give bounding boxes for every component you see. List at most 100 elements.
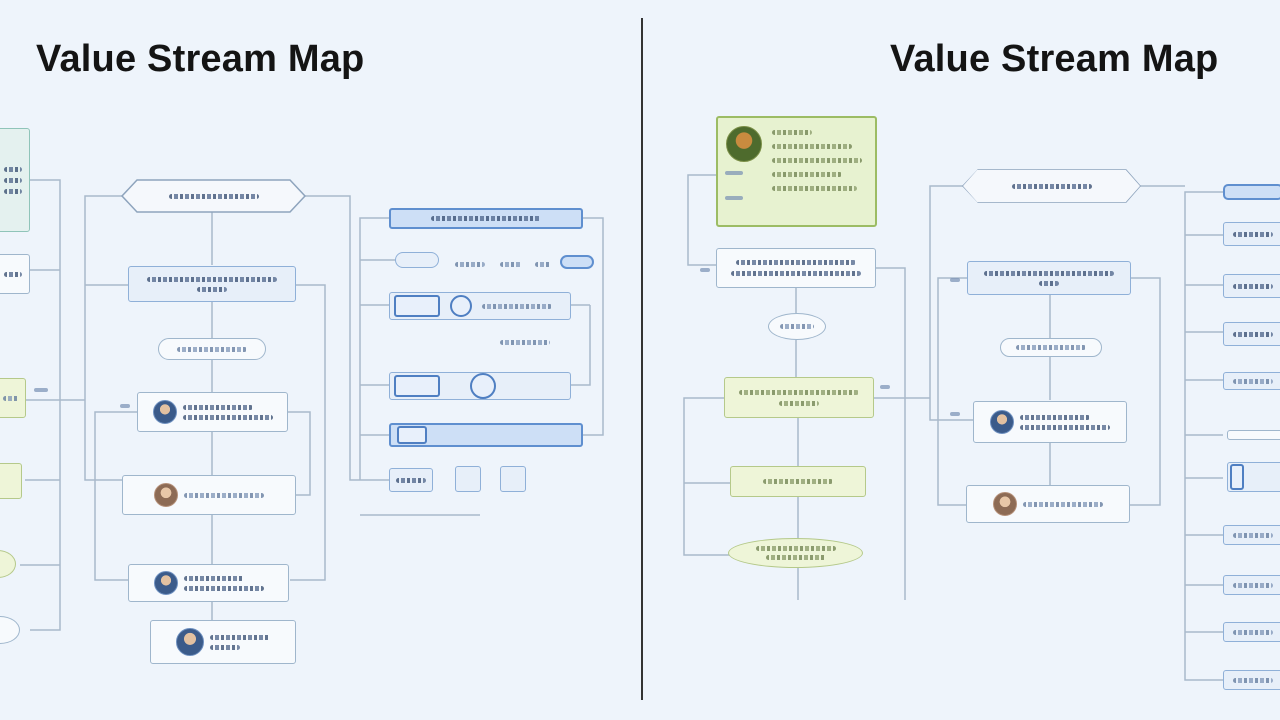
connector-label	[950, 278, 960, 282]
node-text-placeholder	[772, 172, 842, 177]
person-step-right-1	[973, 401, 1127, 443]
node-text-placeholder	[772, 158, 862, 163]
person-avatar-icon	[153, 571, 178, 595]
node-text-placeholder	[431, 216, 541, 221]
node-text-placeholder	[482, 303, 552, 309]
node-text-placeholder	[772, 186, 857, 191]
node-text-placeholder	[1020, 424, 1110, 430]
tool-icon-box-3	[500, 466, 526, 492]
node-text-placeholder	[4, 271, 22, 277]
document-icon	[1230, 464, 1244, 490]
person-avatar-icon	[152, 400, 177, 424]
node-text-placeholder	[1233, 532, 1273, 538]
person-step-1	[137, 392, 288, 432]
tool-row-text	[500, 340, 550, 345]
node-text-placeholder	[772, 130, 812, 135]
node-text-placeholder	[182, 404, 253, 410]
right-column-item	[1223, 274, 1280, 298]
node-text-placeholder	[731, 271, 861, 276]
connector-label	[725, 196, 743, 200]
tool-gear-row	[389, 372, 571, 400]
node-text-placeholder	[182, 414, 273, 420]
tool-row-text	[500, 262, 522, 267]
process-green-2	[730, 466, 866, 497]
node-text-placeholder	[1233, 629, 1273, 635]
panel-divider	[641, 18, 643, 700]
connector-label	[120, 404, 130, 408]
node-text-placeholder	[780, 324, 814, 329]
person-avatar-icon	[993, 492, 1017, 516]
start-event-node-right	[963, 170, 1140, 202]
node-text-placeholder	[1011, 183, 1092, 189]
right-column-item	[1223, 222, 1280, 246]
left-edge-box-3	[0, 378, 26, 418]
right-column-item	[1223, 372, 1280, 390]
node-text-placeholder	[1039, 280, 1059, 286]
node-text-placeholder	[147, 276, 277, 282]
node-text-lines	[210, 634, 270, 650]
connector-label	[880, 385, 890, 389]
node-text-placeholder	[4, 177, 22, 183]
grid-icon	[396, 477, 426, 483]
person-step-right-2	[966, 485, 1130, 523]
person-avatar-icon	[990, 410, 1014, 434]
node-text-placeholder	[1233, 283, 1273, 289]
node-text-placeholder	[210, 634, 270, 640]
tool-icon-box-2	[455, 466, 481, 492]
decision-oval-small	[768, 313, 826, 340]
node-text-lines	[772, 130, 862, 191]
decision-pill-left	[158, 338, 266, 360]
node-text-placeholder	[1023, 501, 1103, 507]
person-step-2	[122, 475, 296, 515]
node-text-placeholder	[184, 492, 264, 498]
connector-label	[34, 388, 48, 392]
tool-document-row	[389, 292, 571, 320]
gear-circle-icon	[450, 295, 472, 317]
node-text-placeholder	[1016, 345, 1086, 350]
process-step-1	[128, 266, 296, 302]
node-text-placeholder	[779, 400, 819, 406]
process-step-right-1	[967, 261, 1131, 295]
document-icon	[394, 375, 440, 397]
node-text-placeholder	[3, 395, 19, 401]
left-edge-box-top	[0, 128, 30, 232]
right-column-icon-item	[1227, 462, 1280, 492]
tool-row-text	[535, 262, 551, 267]
right-column-item	[1223, 322, 1280, 346]
decision-pill-right	[1000, 338, 1102, 357]
right-column-item	[1227, 430, 1280, 440]
node-text-placeholder	[168, 193, 259, 199]
person-step-3	[128, 564, 289, 602]
left-edge-box-4	[0, 463, 22, 499]
node-text-placeholder	[183, 575, 244, 581]
end-oval	[728, 538, 863, 568]
node-text-placeholder	[772, 144, 852, 149]
node-text-placeholder	[739, 389, 859, 395]
tool-header-bar	[389, 208, 583, 229]
right-column-item	[1223, 670, 1280, 690]
connector-label	[950, 412, 960, 416]
tool-row-button	[560, 255, 594, 269]
profile-card	[716, 116, 877, 227]
node-text-placeholder	[984, 270, 1114, 276]
node-text-placeholder	[177, 346, 247, 352]
connector-label	[700, 268, 710, 272]
left-edge-box-2	[0, 254, 30, 294]
start-event-node	[122, 180, 305, 212]
node-text-placeholder	[736, 260, 856, 265]
node-text-placeholder	[1233, 231, 1273, 237]
person-avatar-icon	[154, 483, 178, 507]
node-text-placeholder	[1233, 331, 1273, 337]
connector-label	[725, 171, 743, 175]
node-text-placeholder	[1233, 677, 1273, 683]
right-diagram-title: Value Stream Map	[890, 38, 1219, 80]
gear-circle-icon	[470, 373, 496, 399]
node-text-placeholder	[4, 166, 22, 172]
summary-box	[716, 248, 876, 288]
right-column-item	[1223, 525, 1280, 545]
person-avatar-icon	[726, 126, 762, 162]
document-icon	[397, 426, 427, 444]
person-avatar-icon	[176, 628, 204, 656]
right-column-item	[1223, 575, 1280, 595]
